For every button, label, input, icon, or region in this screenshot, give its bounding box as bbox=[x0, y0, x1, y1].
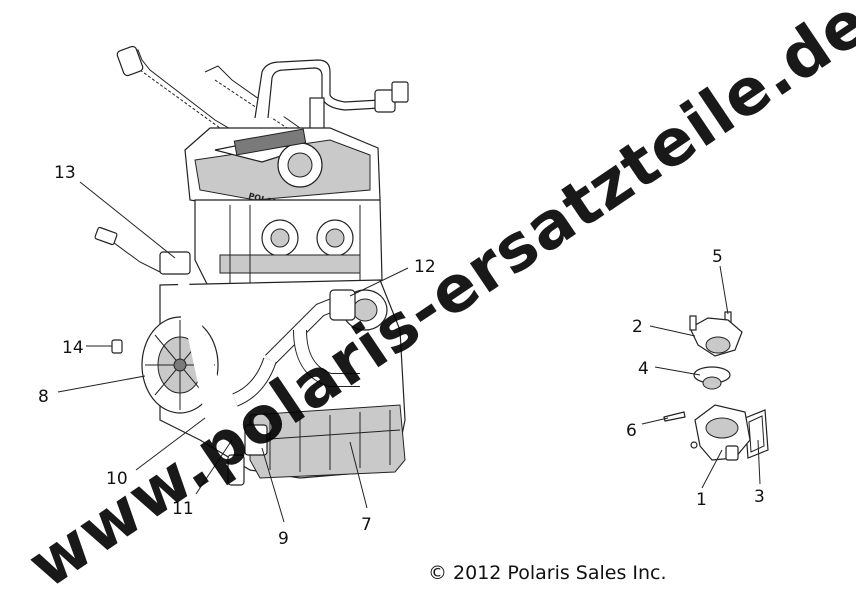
callout-10: 10 bbox=[106, 469, 128, 489]
callout-11: 11 bbox=[172, 499, 194, 519]
copyright-notice: © 2012 Polaris Sales Inc. bbox=[428, 562, 667, 584]
callout-3: 3 bbox=[754, 487, 765, 507]
callout-8: 8 bbox=[38, 387, 49, 407]
callout-4: 4 bbox=[638, 359, 649, 379]
callout-1: 1 bbox=[696, 490, 707, 510]
callout-7: 7 bbox=[361, 515, 372, 535]
callout-6: 6 bbox=[626, 421, 637, 441]
thermostat-exploded-group bbox=[663, 311, 769, 461]
callout-2: 2 bbox=[632, 317, 643, 337]
engine-assembly: POLARIS bbox=[94, 45, 409, 486]
watermark-text: www.polaris-ersatzteile.de bbox=[16, 0, 856, 603]
leader-lines bbox=[57, 181, 761, 523]
bolt-6-icon bbox=[663, 411, 686, 422]
callout-13: 13 bbox=[54, 163, 76, 183]
callout-labels: 1 2 3 4 5 6 7 8 9 10 11 12 13 14 bbox=[38, 163, 765, 549]
callout-14: 14 bbox=[62, 338, 84, 358]
callout-9: 9 bbox=[278, 529, 289, 549]
callout-12: 12 bbox=[414, 257, 436, 277]
part-14-icon bbox=[111, 339, 123, 354]
callout-5: 5 bbox=[712, 247, 723, 267]
